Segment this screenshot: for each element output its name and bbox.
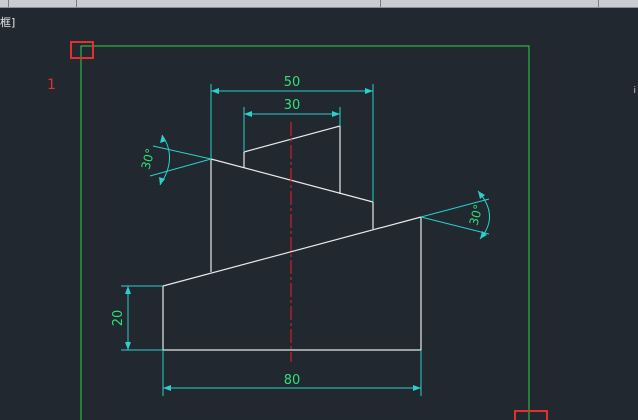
dim-text-angle-left: 30° [139,147,158,171]
drawing-frame [80,45,530,420]
toolbar-segment[interactable] [0,0,9,7]
dim-text-top-inner: 30 [284,98,301,113]
dim-text-angle-right: 30° [467,203,486,227]
toolbar-segment[interactable] [220,0,381,7]
side-panel-glyph: i [633,86,636,96]
dimension-lines [121,84,490,396]
geometry-line [243,125,341,153]
dim-text-height: 20 [111,310,126,327]
toolbar-segment[interactable] [70,0,77,7]
geometry-line [210,158,374,203]
geometry-line [162,216,422,287]
frame-label: 框] [0,16,16,29]
dimension-arrows [125,88,487,391]
part-geometry [162,125,422,351]
grip-bottom-right[interactable] [514,410,548,420]
marker-number: 1 [47,77,56,93]
toolbar-segment[interactable] [452,0,599,7]
dim-text-bottom: 80 [284,373,301,388]
top-toolbar [0,0,638,8]
dim-text-top-outer: 50 [284,75,301,90]
grip-top-left[interactable] [70,41,94,59]
